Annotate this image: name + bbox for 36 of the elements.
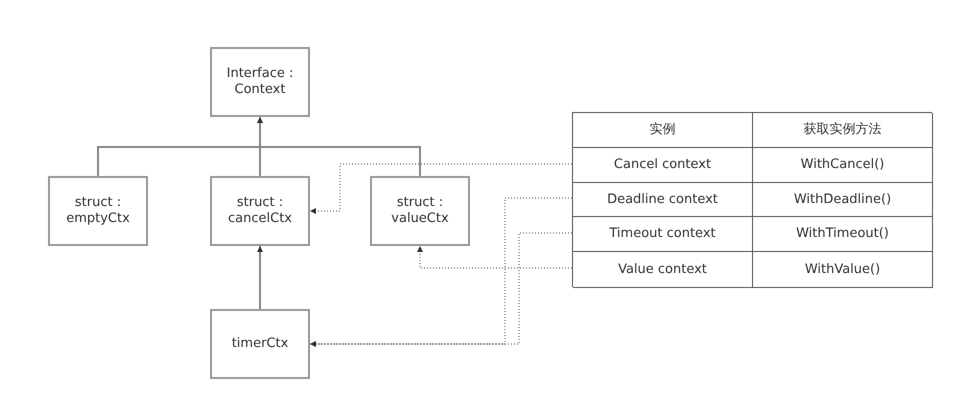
table [572,112,932,287]
class-name: timerCtx [230,336,290,352]
class-name: struct : cancelCtx [227,195,293,227]
cell-text: WithTimeout() [796,226,889,242]
table-cell [753,217,933,252]
class-name: struct : emptyCtx [65,195,131,227]
cell-text: 获取实例方法 [804,122,882,138]
class-box [210,47,310,117]
class-box [210,176,310,246]
class-name: struct : valueCtx [390,195,450,227]
class-box [48,176,148,246]
class-box [210,309,310,379]
inheritance-arrow [257,246,263,309]
cell-text: WithDeadline() [794,192,892,208]
table-cell [573,148,753,183]
table-cell [753,252,933,288]
cell-text: 实例 [650,122,676,138]
table-cell [573,252,753,288]
cell-text: Deadline context [607,192,718,208]
table-cell [753,148,933,183]
cell-text: Cancel context [614,157,712,173]
cell-text: WithValue() [804,262,880,278]
table-cell [753,113,933,148]
inheritance-arrow [257,117,421,176]
cell-text: Timeout context [609,226,716,242]
class-box [370,176,470,246]
table-cell [573,217,753,252]
table-cell [573,183,753,217]
cell-text: Value context [618,262,707,278]
dotted-arrow [417,246,572,268]
table-cell [753,183,933,217]
table-cell [573,113,753,148]
dotted-arrow [310,232,572,347]
cell-text: WithCancel() [800,157,884,173]
dotted-arrow [310,164,572,214]
class-name: Interface : Context [226,66,294,98]
